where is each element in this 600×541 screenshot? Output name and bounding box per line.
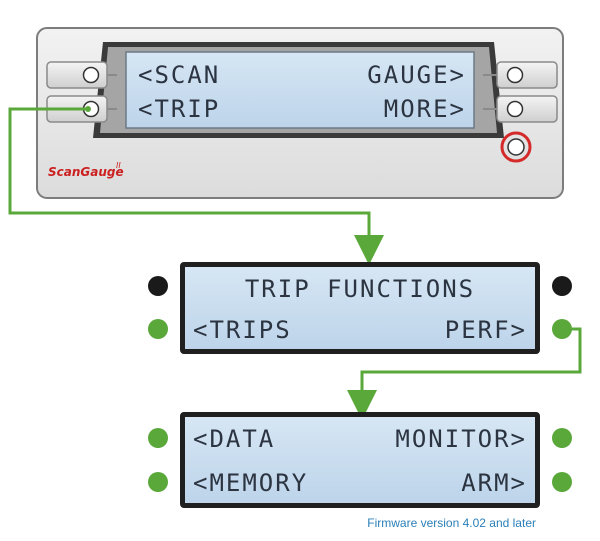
trip-screen-line2-right: PERF> bbox=[445, 316, 527, 344]
perf-left-top-dot[interactable] bbox=[148, 428, 168, 448]
right-top-button[interactable] bbox=[496, 61, 558, 89]
perf-left-bottom-dot[interactable] bbox=[148, 472, 168, 492]
firmware-note: Firmware version 4.02 and later bbox=[367, 516, 536, 530]
perf-right-bottom-dot[interactable] bbox=[552, 472, 572, 492]
right-bottom-button[interactable] bbox=[496, 95, 558, 123]
device-lcd-screen bbox=[125, 51, 475, 129]
device-line2-left: <TRIP bbox=[138, 95, 220, 123]
trip-screen-line1: TRIP FUNCTIONS bbox=[245, 275, 475, 303]
brand-logo: ScanGauge bbox=[48, 165, 124, 179]
trip-right-bottom-dot[interactable] bbox=[552, 319, 572, 339]
flow-arrow-perf bbox=[347, 327, 582, 420]
highlighted-round-button[interactable] bbox=[500, 131, 532, 163]
scangauge-device: <SCAN GAUGE> <TRIP MORE> bbox=[36, 27, 564, 199]
perf-screen-line1-right: MONITOR> bbox=[395, 425, 527, 453]
perf-screen-line2-left: <MEMORY bbox=[193, 469, 308, 497]
trip-functions-screen: TRIP FUNCTIONS <TRIPS PERF> bbox=[180, 262, 540, 354]
flow-arrow-trip bbox=[8, 107, 384, 265]
perf-screen-line2-right: ARM> bbox=[461, 469, 527, 497]
device-line1-right: GAUGE> bbox=[367, 61, 466, 89]
trip-left-bottom-dot[interactable] bbox=[148, 319, 168, 339]
perf-right-top-dot[interactable] bbox=[552, 428, 572, 448]
trip-right-top-dot[interactable] bbox=[552, 276, 572, 296]
brand-logo-superscript: II bbox=[116, 161, 121, 170]
trip-left-top-dot[interactable] bbox=[148, 276, 168, 296]
device-line1-left: <SCAN bbox=[138, 61, 220, 89]
perf-screen: <DATA MONITOR> <MEMORY ARM> bbox=[180, 412, 540, 508]
left-top-button[interactable] bbox=[46, 61, 108, 89]
perf-screen-line1-left: <DATA bbox=[193, 425, 275, 453]
trip-screen-line2-left: <TRIPS bbox=[193, 316, 292, 344]
device-line2-right: MORE> bbox=[384, 95, 466, 123]
